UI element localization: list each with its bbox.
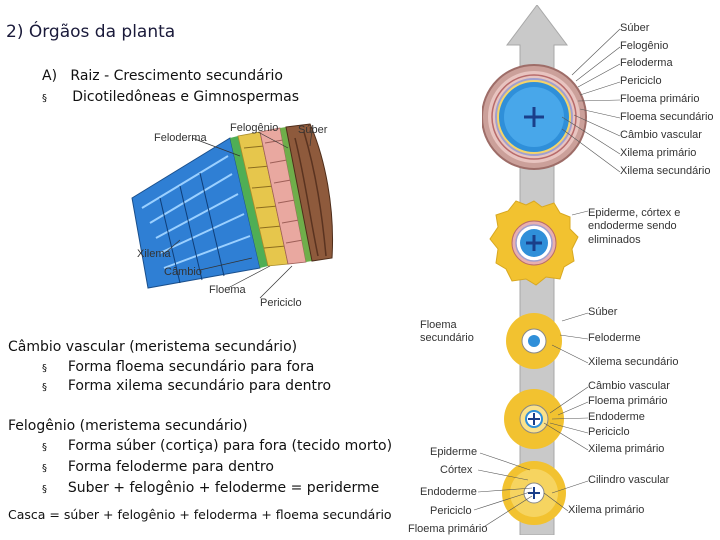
label-felogenio: Felogênio xyxy=(620,40,669,52)
felogenio-item: § Suber + felogênio + feloderme = peride… xyxy=(42,480,379,496)
wedge-label-cambio: Câmbio xyxy=(164,266,202,278)
label-xilema-primario: Xilema primário xyxy=(620,147,697,159)
label-xilema-secundario: Xilema secundário xyxy=(620,165,711,177)
label-periciclo-lower: Periciclo xyxy=(588,426,630,438)
section-a-heading: A) Raiz - Crescimento secundário xyxy=(42,68,283,84)
felogenio-item-text: Suber + felogênio + feloderme = periderm… xyxy=(67,480,380,496)
label-xilema-primario-bottom: Xilema primário xyxy=(568,504,645,516)
felogenio-item-text: Forma súber (cortiça) para fora (tecido … xyxy=(67,438,393,454)
label-endoderme-lower: Endoderme xyxy=(588,411,645,423)
cambio-item: § Forma floema secundário para fora xyxy=(42,359,314,375)
wedge-label-xilema: Xilema xyxy=(137,248,171,260)
label-floema-primario-left: Floema primário xyxy=(408,523,488,535)
label-cambio-vascular: Câmbio vascular xyxy=(620,129,702,141)
label-periciclo-left: Periciclo xyxy=(430,505,472,517)
section-a-subheading: § Dicotiledôneas e Gimnospermas xyxy=(42,89,299,105)
label-feloderme: Feloderme xyxy=(588,332,641,344)
section-marker: A) xyxy=(42,68,58,84)
cambio-heading: Câmbio vascular (meristema secundário) xyxy=(8,339,298,355)
label-xilema-primario-lower: Xilema primário xyxy=(588,443,665,455)
label-xilema-secundario-lower: Xilema secundário xyxy=(588,356,679,368)
label-floema-primario-lower: Floema primário xyxy=(588,395,668,407)
wedge-label-suber: Súber xyxy=(298,124,328,136)
bullet-icon: § xyxy=(42,442,47,453)
label-cortex-left: Córtex xyxy=(440,464,473,476)
label-endoderme-left: Endoderme xyxy=(420,486,477,498)
bullet-icon: § xyxy=(42,463,47,474)
cambio-item: § Forma xilema secundário para dentro xyxy=(42,378,331,394)
felogenio-item-text: Forma feloderme para dentro xyxy=(67,459,274,475)
wedge-label-periciclo: Periciclo xyxy=(260,297,302,309)
label-epiderme-left: Epiderme xyxy=(430,446,478,458)
root-wedge-illustration xyxy=(131,123,333,299)
wedge-label-floema: Floema xyxy=(209,284,246,296)
casca-definition: Casca = súber + felogênio + feloderma + … xyxy=(8,507,392,522)
wedge-label-feloderma: Feloderma xyxy=(154,132,207,144)
left-leader-lines xyxy=(473,452,533,529)
felogenio-item: § Forma feloderme para dentro xyxy=(42,459,274,475)
label-suber: Súber xyxy=(620,22,650,34)
label-periciclo: Periciclo xyxy=(620,75,662,87)
label-cambio-vascular-lower: Câmbio vascular xyxy=(588,380,670,392)
section-a-title: Raiz - Crescimento secundário xyxy=(70,68,283,84)
cambio-item-text: Forma xilema secundário para dentro xyxy=(67,378,332,394)
section-a-subtitle: Dicotiledôneas e Gimnospermas xyxy=(72,89,300,105)
wedge-label-felogenio: Felogênio xyxy=(230,122,279,134)
label-floema-sec-line1: Floema xyxy=(420,319,457,331)
felogenio-item: § Forma súber (cortiça) para fora (tecid… xyxy=(42,438,392,454)
felogenio-heading: Felogênio (meristema secundário) xyxy=(8,418,248,434)
label-eliminados: eliminados xyxy=(588,234,641,246)
label-suber-lower: Súber xyxy=(588,306,618,318)
label-cilindro-vascular: Cilindro vascular xyxy=(588,474,670,486)
label-feloderma: Feloderma xyxy=(620,57,673,69)
cambio-item-text: Forma floema secundário para fora xyxy=(67,359,315,375)
bullet-icon: § xyxy=(42,382,47,393)
label-endoderme-sendo: endoderme sendo xyxy=(588,220,677,232)
bullet-icon: § xyxy=(42,484,47,495)
label-floema-secundario: Floema secundário xyxy=(620,111,714,123)
label-epiderme-cortex: Epiderme, córtex e xyxy=(588,207,681,219)
right-leader-lines xyxy=(543,28,621,512)
root-cross-sections-diagram xyxy=(482,5,587,535)
label-floema-primario: Floema primário xyxy=(620,93,700,105)
label-floema-sec-line2: secundário xyxy=(420,332,474,344)
slide-title: 2) Órgãos da planta xyxy=(6,22,176,42)
bullet-icon: § xyxy=(42,363,47,374)
bullet-icon: § xyxy=(42,93,47,104)
